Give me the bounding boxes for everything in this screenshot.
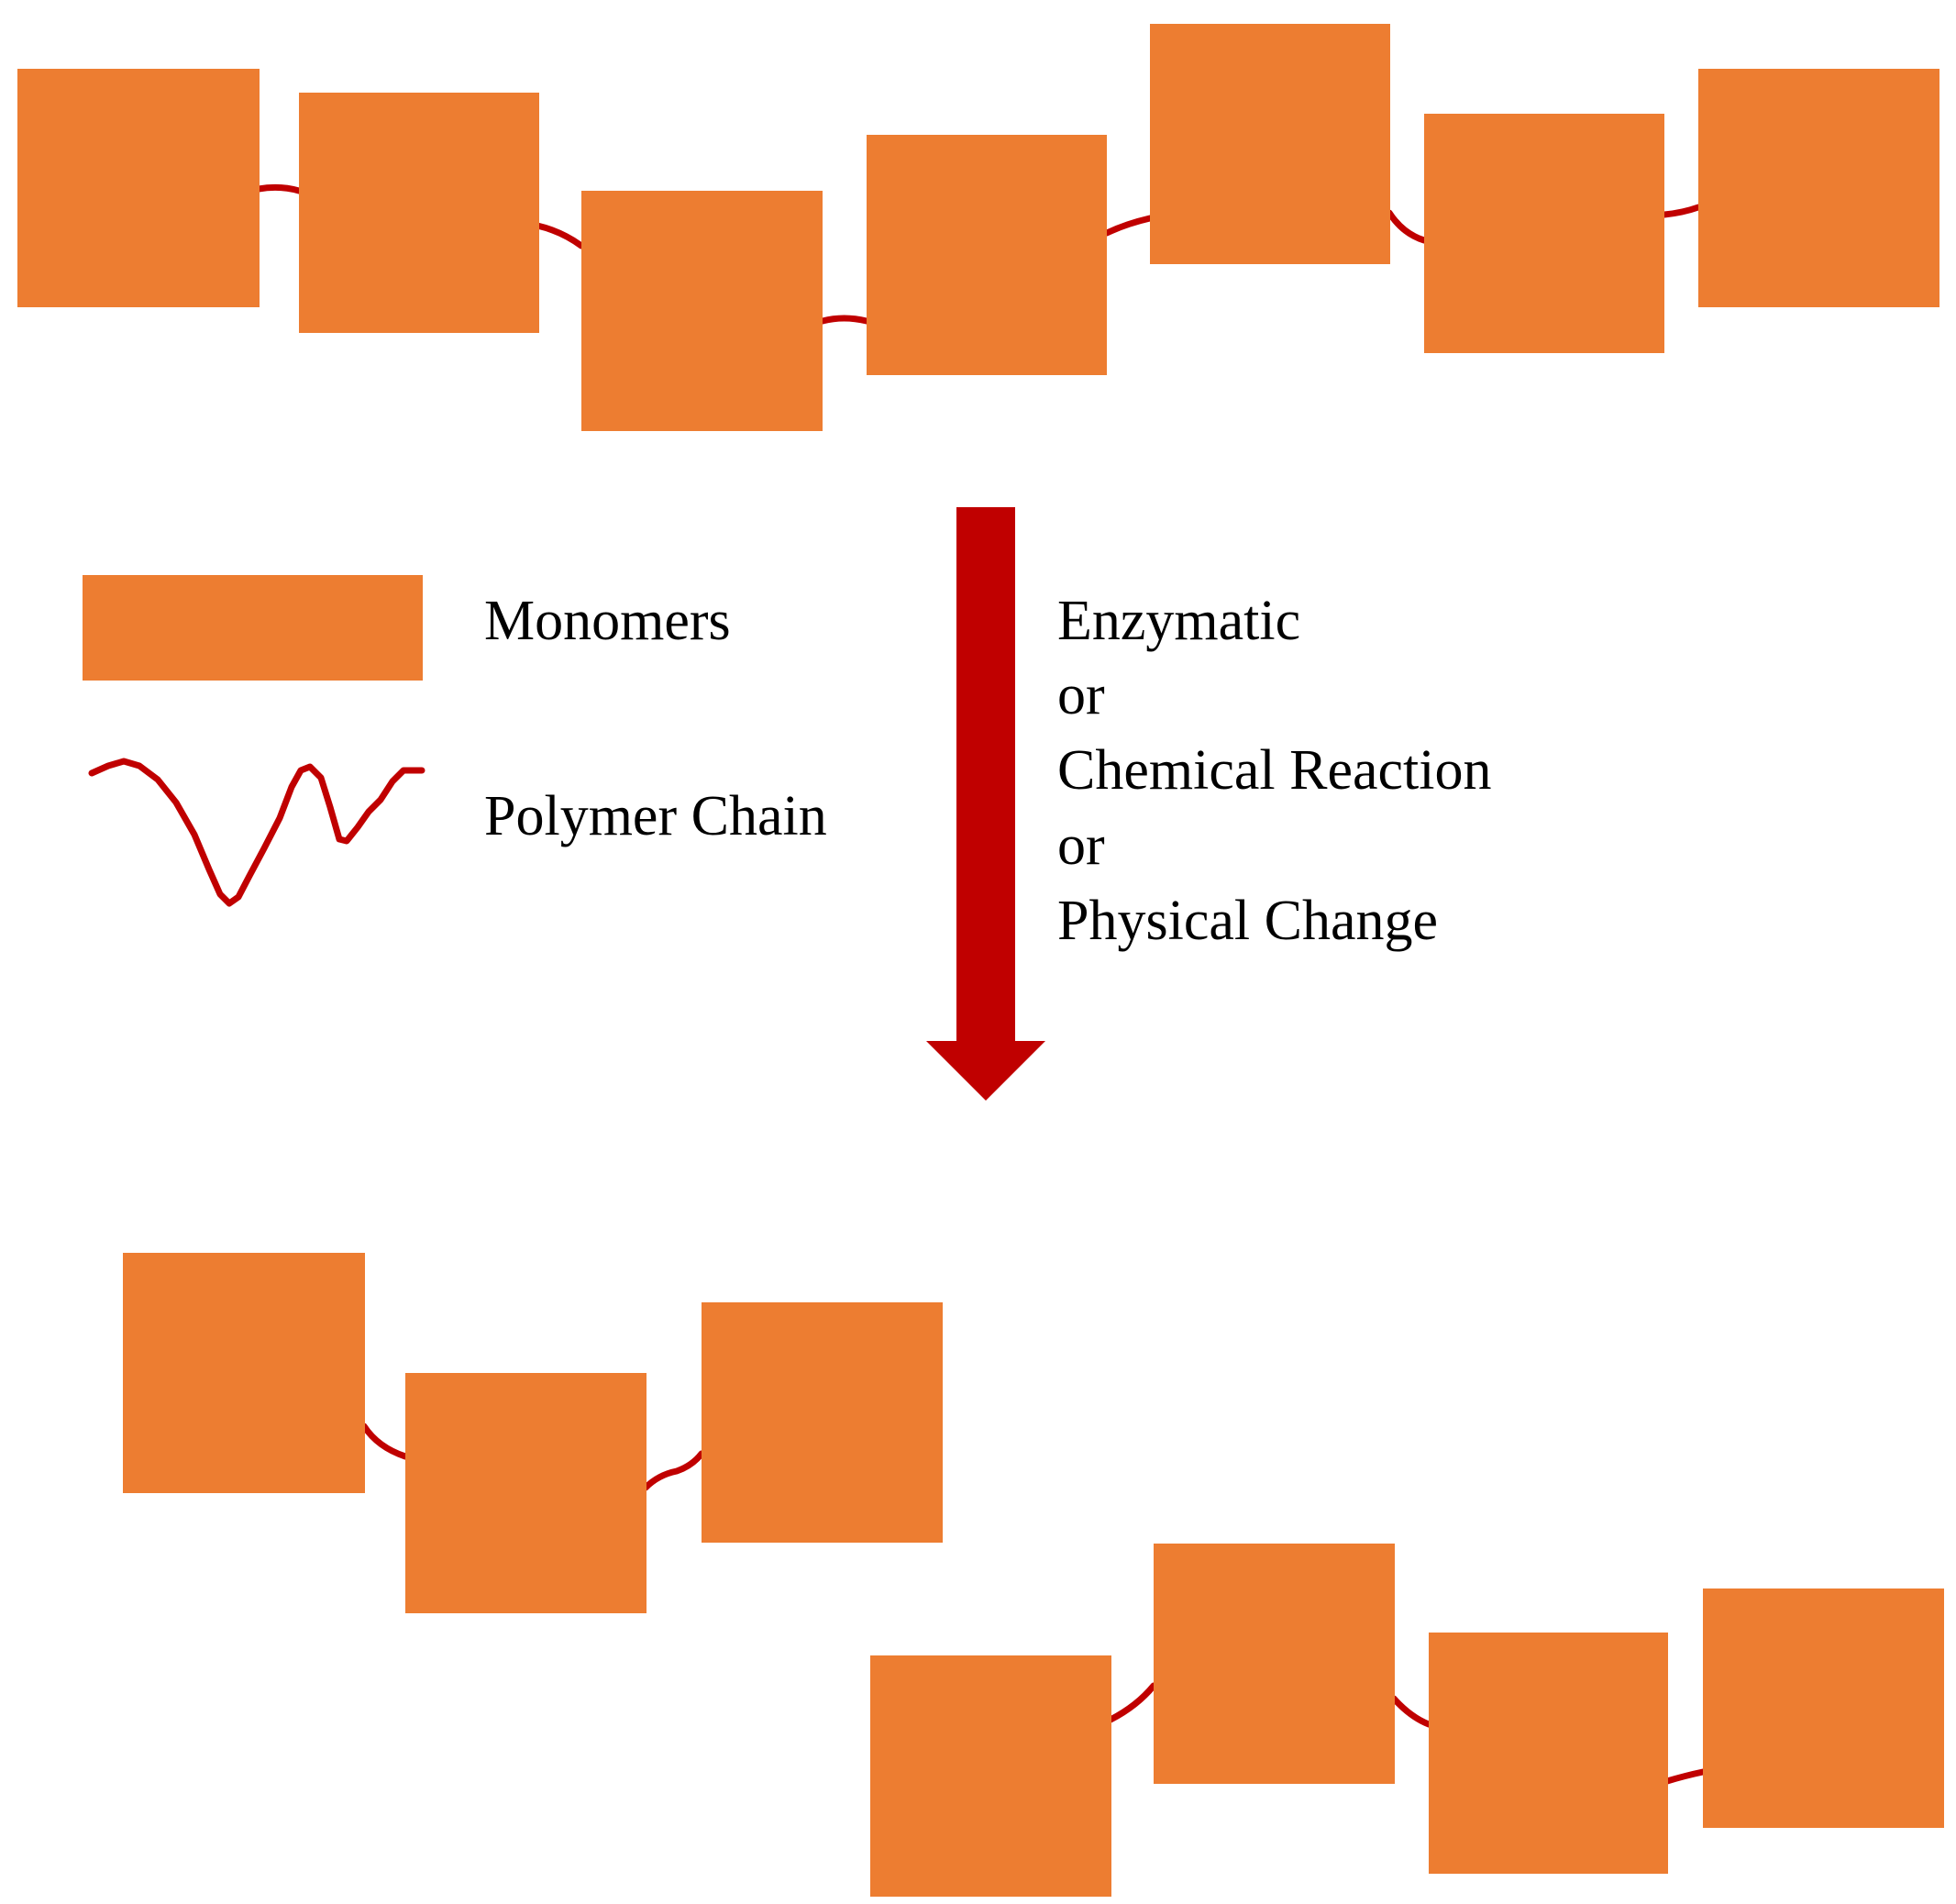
arrow-down-icon [926, 507, 1045, 1101]
monomer-block [17, 69, 260, 307]
process-description: Enzymatic or Chemical Reaction or Physic… [1057, 590, 1491, 952]
legend-monomers-label: Monomers [484, 590, 731, 652]
monomer-block [867, 135, 1107, 375]
monomer-block [1424, 114, 1664, 353]
process-line: Physical Change [1057, 890, 1438, 952]
legend-monomer-swatch [83, 575, 423, 681]
chain-link [1390, 1695, 1432, 1728]
monomer-block [1154, 1544, 1395, 1784]
chain-link [1107, 1682, 1157, 1723]
monomer-block [870, 1655, 1111, 1897]
legend: Monomers Polymer Chain [83, 575, 827, 907]
monomer-block [1150, 24, 1390, 264]
chain-link [534, 222, 585, 249]
chain-link [1103, 215, 1154, 237]
process-line: or [1057, 814, 1105, 877]
monomer-block [1698, 69, 1939, 307]
monomer-block [299, 93, 539, 333]
legend-polymer-chain-label: Polymer Chain [484, 785, 827, 847]
intact-polymer [17, 24, 1939, 431]
monomer-block [581, 191, 823, 431]
monomer-block [405, 1373, 646, 1613]
monomer-block [702, 1302, 943, 1543]
monomer-block [1703, 1589, 1944, 1828]
monomer-block [123, 1253, 365, 1493]
polymer-fragment-2 [870, 1544, 1944, 1897]
process-line: or [1057, 664, 1105, 726]
chain-link [360, 1422, 409, 1460]
chain-link [1661, 204, 1702, 218]
legend-polymer-chain-swatch [88, 758, 425, 907]
monomer-block [1429, 1633, 1668, 1874]
chain-link [642, 1450, 705, 1491]
polymer-fragment-1 [123, 1253, 943, 1613]
process-line: Chemical Reaction [1057, 739, 1491, 802]
chain-link [819, 315, 870, 325]
chain-link [1386, 209, 1428, 244]
chain-link [255, 183, 303, 194]
chain-link [1663, 1768, 1707, 1785]
process-line: Enzymatic [1057, 590, 1300, 652]
